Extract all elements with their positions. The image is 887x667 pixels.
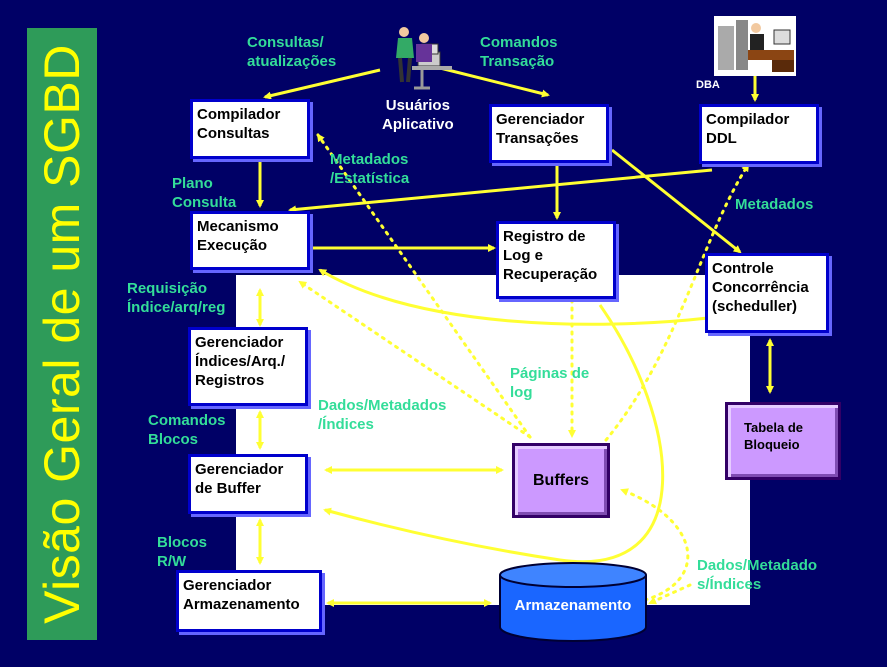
users-icon (396, 27, 452, 90)
title-band (27, 28, 97, 640)
arrow-controle-mecanismo (318, 268, 709, 326)
arrow-ddl-mecanismo (288, 168, 713, 214)
mecanismo-execucao-box: Mecanismo Execução (190, 211, 310, 270)
controle-concorrencia-box: Controle Concorrência (scheduller) (705, 253, 829, 333)
label-metadados: Metadados (735, 196, 814, 213)
label-plano-consulta: Plano Consulta (172, 175, 237, 211)
dba-icon (714, 16, 796, 76)
tabela-bloqueio-box: Tabela de Bloqueio (725, 402, 841, 480)
label-consultas: Consultas/ atualizações (247, 34, 337, 70)
dotted-buffers-indices (298, 280, 532, 439)
registro-log-box: Registro de Log e Recuperação (496, 221, 616, 299)
arrow-log-buffermgr (323, 304, 665, 564)
compilador-ddl-box: Compilador DDL (699, 104, 819, 164)
arrow-transacoes-controle (611, 148, 742, 254)
label-dados-metadado-indices: Dados/Metadado s/Índices (697, 557, 818, 593)
dotted-armazenamento-label (648, 583, 692, 605)
gerenciador-indices-box: Gerenciador Índices/Arq./ Registros (188, 327, 308, 406)
label-comandos-transacao: Comandos Transação (480, 34, 558, 70)
label-dba: DBA (696, 79, 720, 91)
buffers-box: Buffers (512, 443, 610, 518)
arrow-users-compilador (263, 68, 381, 100)
armazenamento-label: Armazenamento (514, 597, 632, 614)
label-blocos-rw: Blocos R/W (157, 534, 208, 570)
label-metadados-estatistica: Metadados /Estatística (330, 151, 410, 187)
gerenciador-transacoes-box: Gerenciador Transações (489, 104, 609, 163)
gerenciador-armazenamento-box: Gerenciador Armazenamento (176, 570, 322, 632)
label-comandos-blocos: Comandos Blocos (148, 412, 226, 448)
label-requisicao: Requisição Índice/arq/reg (127, 280, 226, 316)
dotted-buffers-compilador (316, 133, 532, 439)
gerenciador-buffer-box: Gerenciador de Buffer (188, 454, 308, 514)
label-dados-metadados-indices: Dados/Metadados /Índices (318, 397, 447, 433)
dotted-buffers-ddl (604, 163, 750, 442)
arrow-users-transacoes (439, 66, 550, 98)
label-paginas-log: Páginas de log (510, 365, 590, 401)
compilador-consultas-box: Compilador Consultas (190, 99, 310, 159)
label-usuarios: Usuários Aplicativo (382, 97, 454, 133)
dotted-armazenamento-buffers (620, 488, 690, 602)
armazenamento-cylinder (499, 562, 647, 642)
